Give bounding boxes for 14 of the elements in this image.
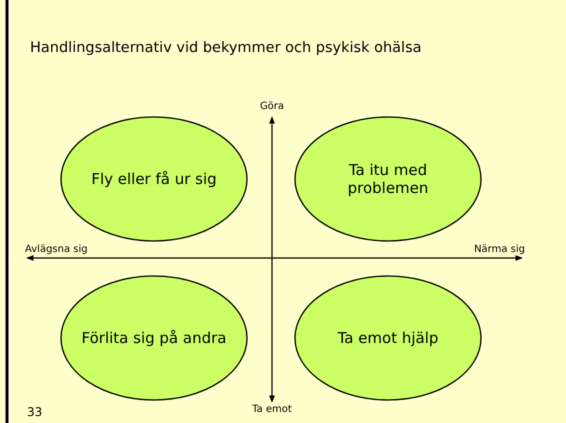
axis-label: Göra (260, 101, 284, 112)
ellipse-node (294, 275, 482, 401)
node-label: Ta emot hjälp (338, 329, 438, 347)
ellipse-node (60, 275, 248, 401)
node-label: Fly eller få ur sig (91, 170, 217, 188)
ellipse-node (294, 116, 482, 242)
page-number: 33 (27, 405, 42, 419)
axis-label: Närma sig (474, 244, 525, 255)
node-label: Förlita sig på andra (82, 329, 226, 347)
slide-title: Handlingsalternativ vid bekymmer och psykisk ohälsa (30, 40, 422, 56)
axis-label: Avlägsna sig (25, 244, 88, 255)
node-label: Ta itu med problemen (346, 161, 430, 197)
axis-label: Ta emot (252, 404, 292, 415)
ellipse-node (60, 116, 248, 242)
